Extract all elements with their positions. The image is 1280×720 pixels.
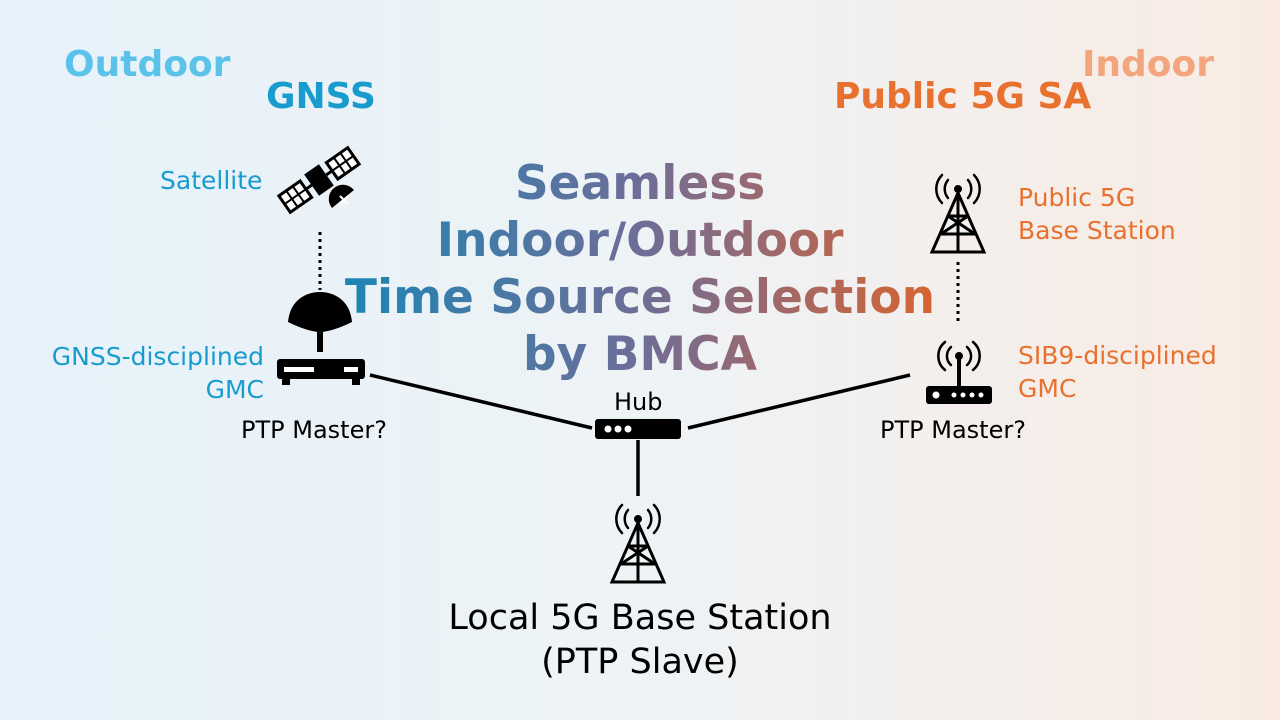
gnss-gmc-device-icon (277, 359, 365, 385)
hub-label: Hub (614, 388, 663, 416)
gnss-gmc-label-line-2: GMC (205, 375, 264, 404)
public-5g-tower-icon (929, 173, 987, 254)
outdoor-label: Outdoor (64, 44, 231, 85)
gnss-gmc-label: GNSS-disciplined GMC (30, 340, 264, 406)
public-bs-label: Public 5G Base Station (1018, 181, 1176, 247)
title-line-3: Time Source Selection (340, 269, 940, 326)
hub-icon (595, 419, 681, 439)
public-bs-label-line-1: Public 5G (1018, 183, 1136, 212)
diagram-title: Seamless Indoor/Outdoor Time Source Sele… (340, 155, 940, 383)
gnss-antenna-icon (288, 292, 352, 352)
gnss-gmc-label-line-1: GNSS-disciplined (51, 342, 264, 371)
sib9-gmc-label-line-1: SIB9-disciplined (1018, 341, 1217, 370)
satellite-label: Satellite (160, 166, 263, 195)
public-5g-heading: Public 5G SA (834, 76, 1092, 117)
gnss-gmc-to-hub-cable (369, 373, 593, 430)
gnss-heading: GNSS (266, 76, 376, 117)
local-5g-tower-icon (609, 503, 667, 584)
sib9-gmc-to-hub-cable (687, 373, 911, 430)
sib9-gmc-label: SIB9-disciplined GMC (1018, 339, 1217, 405)
local-bs-label: Local 5G Base Station (PTP Slave) (390, 596, 890, 684)
sib9-gmc-label-line-2: GMC (1018, 374, 1077, 403)
indoor-label: Indoor (1082, 44, 1215, 85)
ptp-master-right-label: PTP Master? (880, 416, 1026, 444)
public-bs-label-line-2: Base Station (1018, 216, 1176, 245)
local-bs-label-line-1: Local 5G Base Station (448, 598, 832, 638)
local-bs-label-line-2: (PTP Slave) (541, 642, 739, 682)
title-line-2: Indoor/Outdoor (340, 212, 940, 269)
ptp-master-left-label: PTP Master? (241, 416, 387, 444)
title-line-4: by BMCA (340, 326, 940, 383)
sib9-gmc-device-icon (926, 340, 992, 404)
satellite-icon (276, 145, 362, 215)
title-line-1: Seamless (340, 155, 940, 212)
